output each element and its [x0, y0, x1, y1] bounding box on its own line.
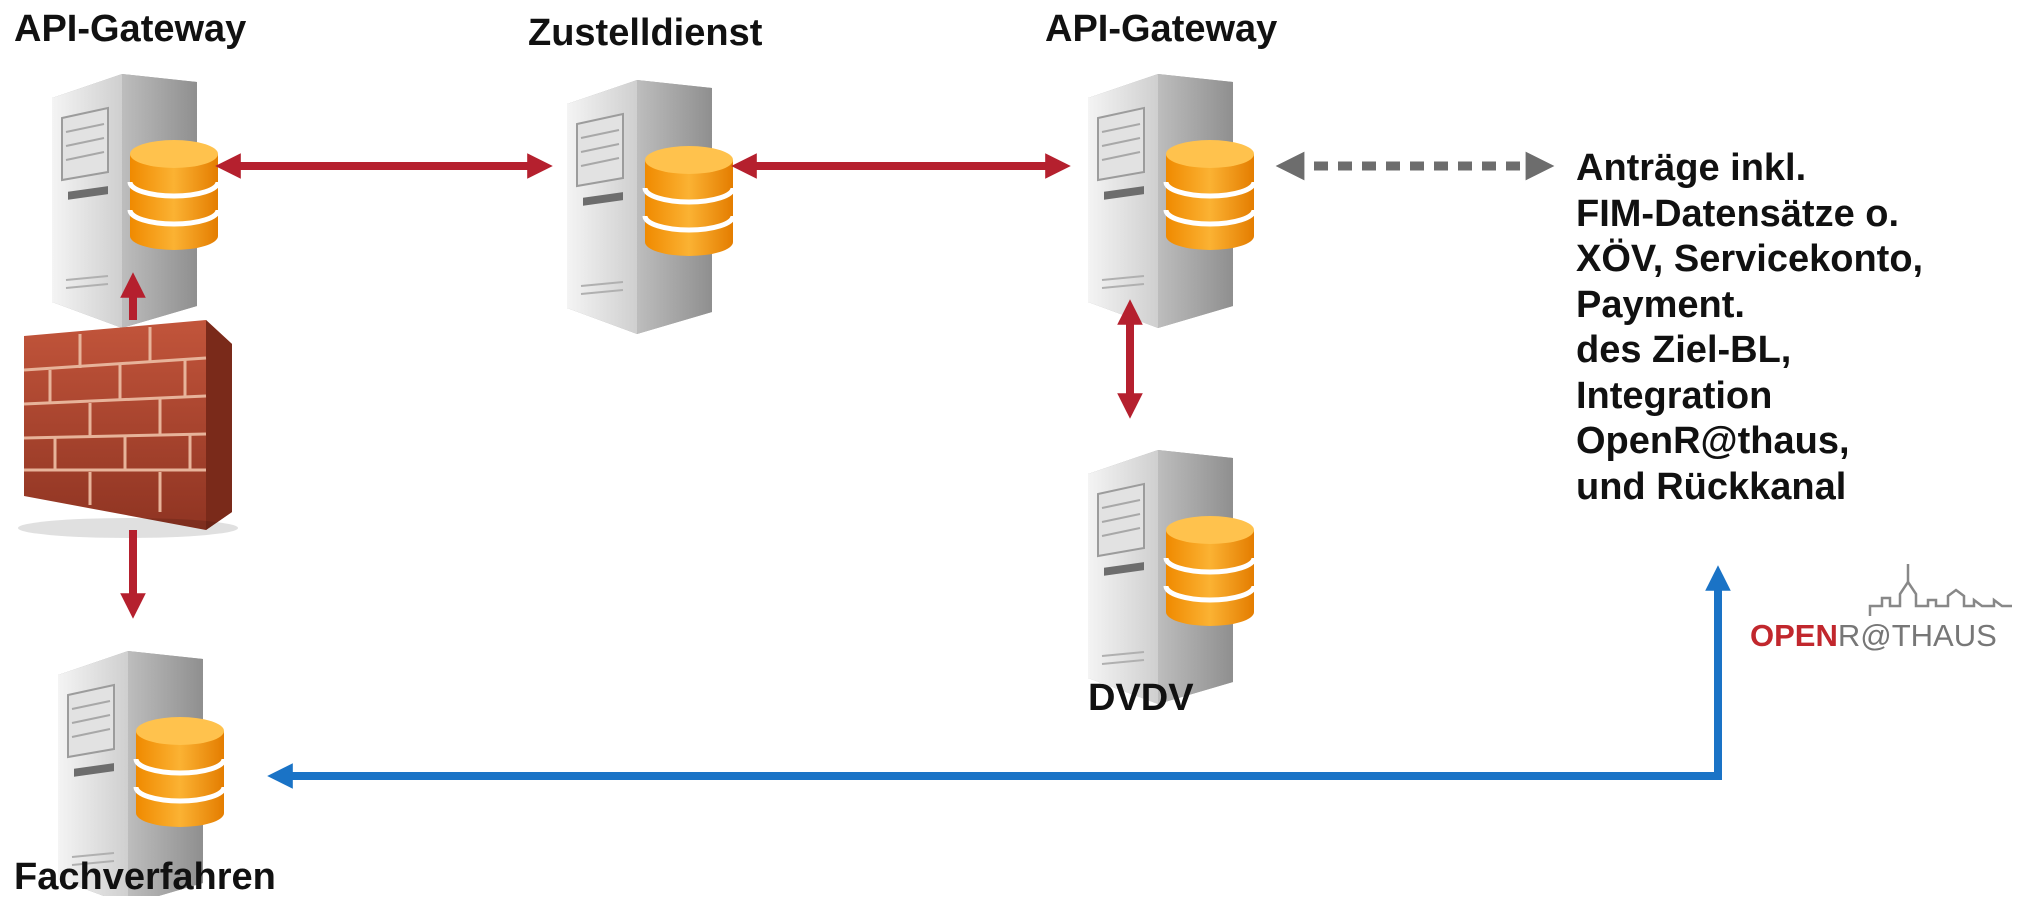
fachverfahren-label: Fachverfahren	[14, 856, 276, 898]
zustelldienst-server	[567, 80, 733, 334]
logo-open-text: OPEN	[1750, 618, 1838, 653]
description-line: Integration	[1576, 374, 1773, 417]
api-gateway-right-label: API-Gateway	[1045, 8, 1278, 50]
description-line: OpenR@thaus,	[1576, 420, 1850, 462]
description-line: Payment.	[1576, 283, 1745, 326]
openrathaus-skyline-icon	[1868, 564, 2012, 616]
api-gateway-left-label: API-Gateway	[14, 8, 247, 50]
dvdv-label: DVDV	[1088, 677, 1194, 719]
description-line: XÖV, Servicekonto,	[1576, 238, 1924, 280]
description-text: Anträge inkl. FIM-Datensätze o. XÖV, Ser…	[1576, 146, 1923, 510]
description-line: und Rückkanal	[1576, 465, 1847, 508]
api-gateway-right-server	[1088, 74, 1254, 328]
description-line: FIM-Datensätze o.	[1576, 192, 1900, 235]
arrow-rueckkanal	[267, 565, 1731, 789]
firewall-icon	[18, 320, 238, 538]
description-line: des Ziel-BL,	[1576, 329, 1792, 371]
description-line: Anträge inkl.	[1576, 147, 1807, 189]
openrathaus-logo: OPENR@THAUS	[1750, 620, 1997, 651]
dvdv-server	[1088, 450, 1254, 704]
zustelldienst-label: Zustelldienst	[528, 12, 763, 54]
logo-rathaus-text: R@THAUS	[1837, 618, 1997, 653]
